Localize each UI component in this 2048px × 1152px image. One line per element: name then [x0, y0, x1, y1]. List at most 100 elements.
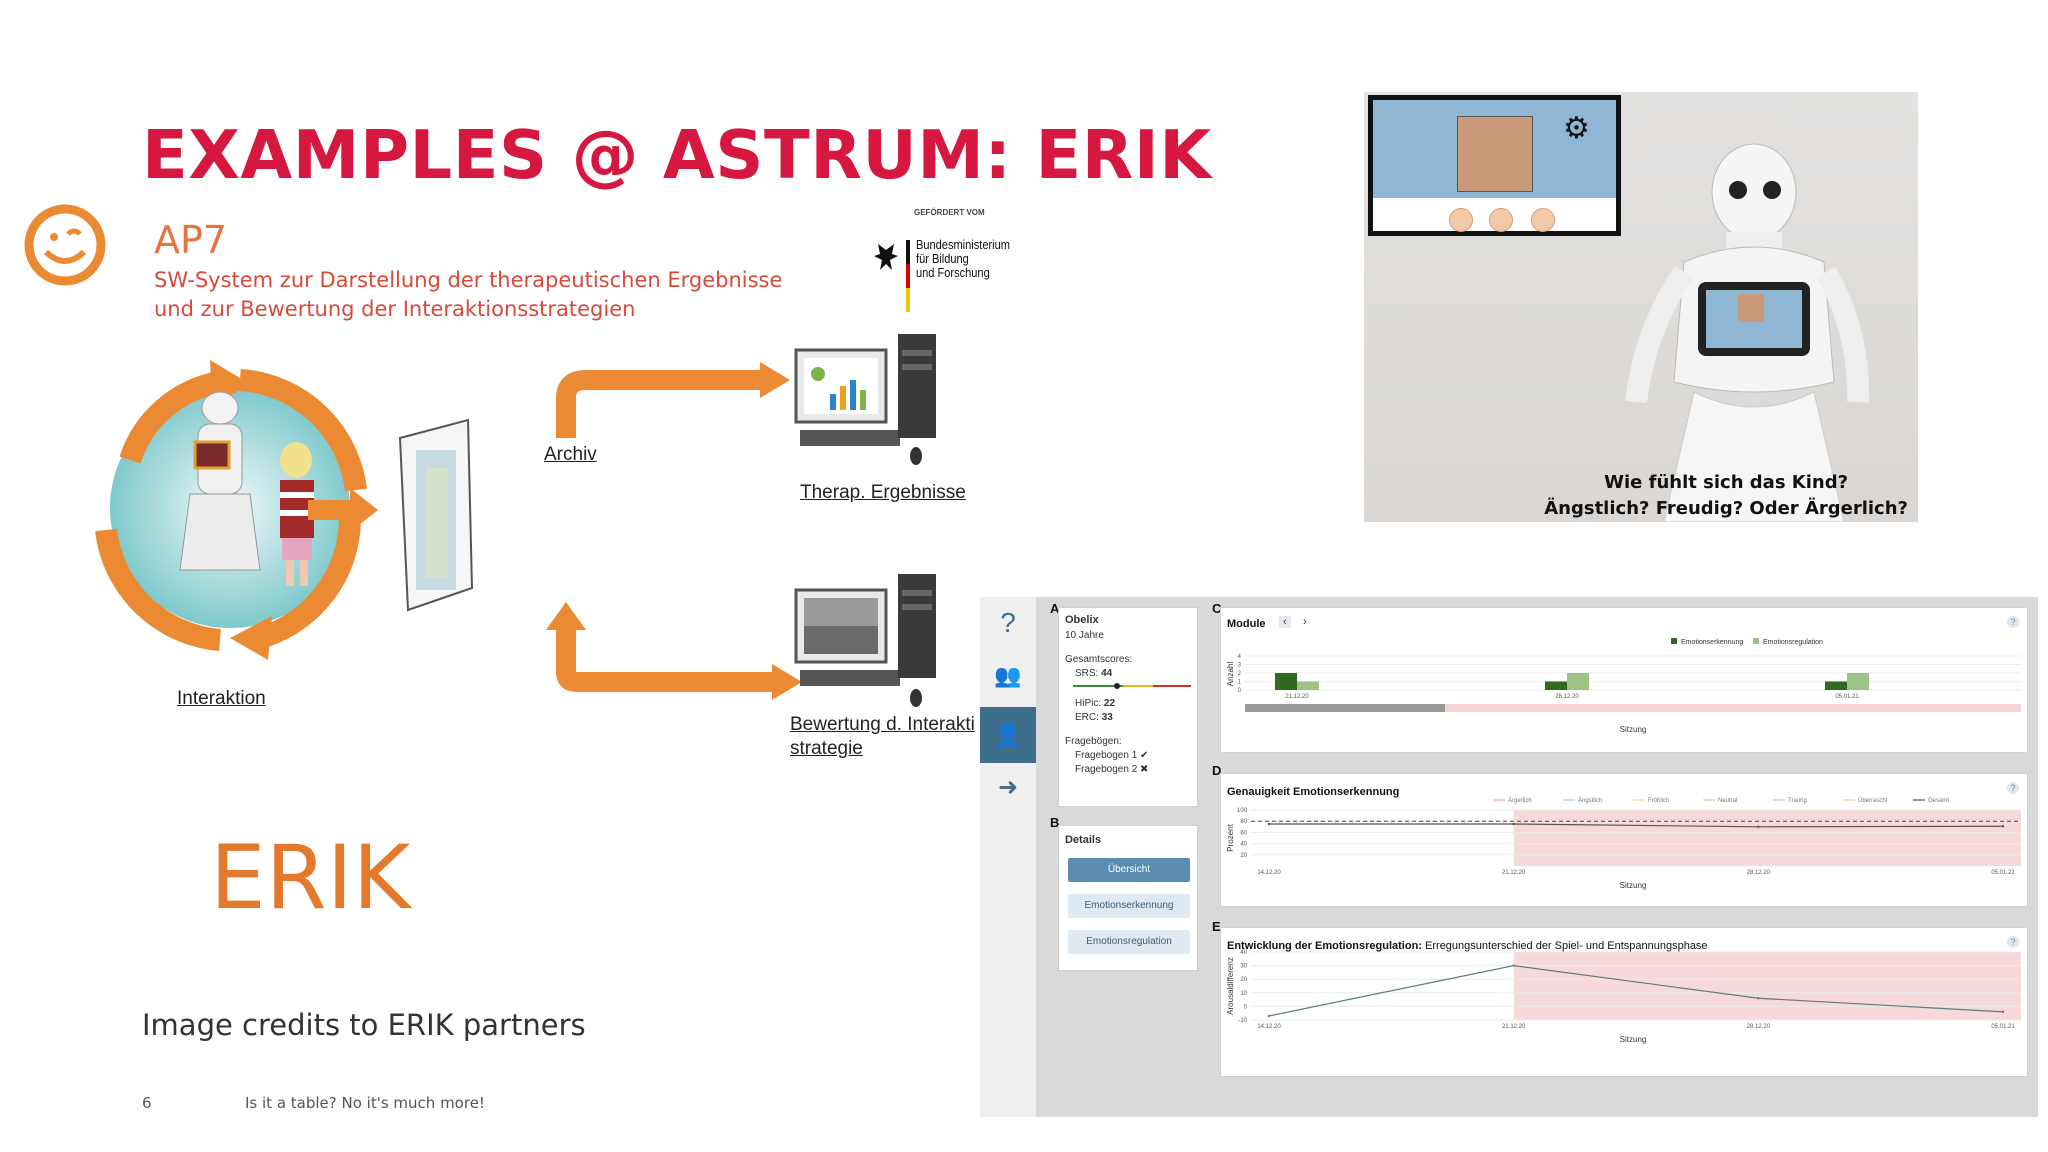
bar: [1545, 681, 1567, 690]
data-point: [2001, 825, 2005, 828]
data-point: [1267, 1014, 1271, 1018]
erc-score: ERC: 33: [1075, 712, 1113, 723]
x-tick-label: 28.12.20: [1555, 694, 1579, 700]
label-archiv: Archiv: [544, 444, 597, 465]
y-tick-label: 60: [1240, 830, 1247, 836]
y-tick-label: 3: [1238, 663, 1242, 669]
accuracy-panel: Genauigkeit Emotionserkennung ? 100 80 60 4…: [1220, 773, 2028, 907]
prev-button[interactable]: ‹: [1279, 616, 1291, 628]
shaded-region: [1513, 810, 2021, 866]
series-line: [1268, 964, 2004, 1017]
legend-label: Überrascht: [1858, 797, 1888, 804]
questionnaire-label: Fragebögen:: [1065, 736, 1122, 747]
x-tick-label: 05.01.21: [1991, 1024, 2015, 1030]
accuracy-title: Genauigkeit Emotionserkennung: [1227, 786, 1400, 798]
y-tick-label: 10: [1240, 991, 1247, 997]
y-tick-label: 80: [1240, 819, 1247, 825]
modules-title: Module: [1227, 618, 1266, 630]
x-tick-label: 21.12.20: [1502, 1024, 1526, 1030]
legend-swatch: [1753, 638, 1759, 644]
legend-label: Emotionserkennung: [1681, 639, 1743, 646]
funding-organization: Bundesministerium für Bildung und Forsch…: [916, 237, 1010, 280]
y-tick-label: 40: [1240, 950, 1247, 956]
help-icon-accuracy[interactable]: ?: [2007, 782, 2019, 794]
overview-button[interactable]: Übersicht: [1068, 858, 1190, 882]
funding-heading: GEFÖRDERT VOM: [914, 208, 985, 217]
y-tick-label: -10: [1238, 1018, 1247, 1024]
erik-logo-icon: [24, 204, 106, 286]
face-happy-icon: [1489, 208, 1513, 232]
legend-label: Ängstlich: [1578, 797, 1602, 804]
erik-dashboard: ? 👥 👤 ➜ A B C D E Obelix 10 Jahre Gesamt…: [980, 597, 2038, 1117]
workflow-diagram: [95, 334, 936, 707]
regulation-panel: Entwicklung der Emotionsregulation: Erre…: [1220, 927, 2028, 1077]
y-tick-label: 40: [1240, 842, 1247, 848]
users-icon[interactable]: 👥: [994, 663, 1022, 688]
arrow-to-archive: [308, 488, 378, 532]
emotion-regulation-button[interactable]: Emotionsregulation: [1068, 930, 1190, 954]
details-panel: Details Übersicht Emotionserkennung Emot…: [1058, 825, 1198, 971]
face-neutral-icon: [1449, 208, 1473, 232]
pepper-robot: [1625, 143, 1870, 522]
data-point: [1267, 822, 1271, 826]
x-tick-label: 14.12.20: [1257, 1024, 1281, 1030]
legend-label: Gesamt: [1928, 798, 1949, 804]
archive-server: [398, 418, 474, 612]
questionnaire-1[interactable]: Fragebogen 1 ✔: [1075, 750, 1149, 761]
srs-scale: [1073, 683, 1191, 689]
computer-results: [794, 334, 936, 465]
legend-label: Neutral: [1718, 798, 1737, 804]
x-tick-label: 14.12.20: [1257, 870, 1281, 876]
srs-score: SRS: 44: [1075, 668, 1113, 679]
legend-label: Ärgerlich: [1508, 797, 1532, 804]
ap7-description: SW-System zur Darstellung der therapeuti…: [154, 266, 854, 324]
gear-icon: ⚙: [1563, 112, 1590, 145]
y-axis-label: Prozent: [1226, 823, 1235, 851]
user-icon[interactable]: 👤: [980, 707, 1036, 763]
robot-photo: ⚙ Wie fühlt sich das Kind? Ängstlich? Fr…: [1364, 92, 1918, 522]
child-face-image: [1457, 116, 1533, 192]
y-tick-label: 100: [1237, 808, 1248, 814]
data-point: [1512, 822, 1515, 826]
y-tick-label: 1: [1238, 680, 1242, 686]
slide-title: EXAMPLES @ ASTRUM: ERIK: [142, 116, 1212, 194]
x-tick-label: 21.12.20: [1285, 694, 1309, 700]
patient-name: Obelix: [1065, 614, 1099, 626]
series-line: [1269, 823, 2004, 828]
logout-icon[interactable]: ➜: [997, 774, 1019, 801]
section-label-b: B: [1050, 815, 1060, 830]
ap7-desc-line-1: SW-System zur Darstellung der therapeuti…: [154, 268, 783, 292]
questionnaire-2[interactable]: Fragebogen 2 ✖: [1075, 764, 1149, 775]
x-axis-label: Sitzung: [1620, 725, 1647, 734]
bar: [1567, 673, 1589, 690]
help-icon-modules[interactable]: ?: [2007, 616, 2019, 628]
next-button[interactable]: ›: [1303, 616, 1307, 628]
section-label-a: A: [1050, 601, 1060, 616]
y-tick-label: 4: [1238, 654, 1242, 660]
photo-caption: Wie fühlt sich das Kind? Ängstlich? Freu…: [1544, 472, 1908, 519]
x-axis-label: Sitzung: [1620, 881, 1647, 890]
x-tick-label: 28.12.20: [1747, 870, 1771, 876]
emotion-recognition-button[interactable]: Emotionserkennung: [1068, 894, 1190, 918]
interaction-illustration: [95, 360, 367, 660]
section-label-c: C: [1212, 601, 1222, 616]
y-axis-label: Arousaldifferenz: [1226, 957, 1235, 1015]
help-icon[interactable]: ?: [1000, 607, 1016, 638]
section-label-d: D: [1212, 763, 1222, 778]
face-angry-icon: [1531, 208, 1555, 232]
data-point: [1757, 997, 1760, 1000]
y-tick-label: 20: [1240, 853, 1247, 859]
ap7-title: AP7: [154, 218, 228, 262]
hipic-score: HiPic: 22: [1075, 698, 1116, 709]
help-icon-regulation[interactable]: ?: [2007, 936, 2019, 948]
bar: [1847, 673, 1869, 690]
y-tick-label: 20: [1240, 977, 1247, 983]
patient-panel: Obelix 10 Jahre Gesamtscores: SRS: 44 Hi…: [1058, 607, 1198, 807]
image-credits: Image credits to ERIK partners: [142, 1008, 586, 1042]
x-axis-label: Sitzung: [1620, 1035, 1647, 1044]
page-number: 6: [142, 1094, 152, 1112]
label-therap-ergebnisse: Therap. Ergebnisse: [800, 482, 966, 503]
